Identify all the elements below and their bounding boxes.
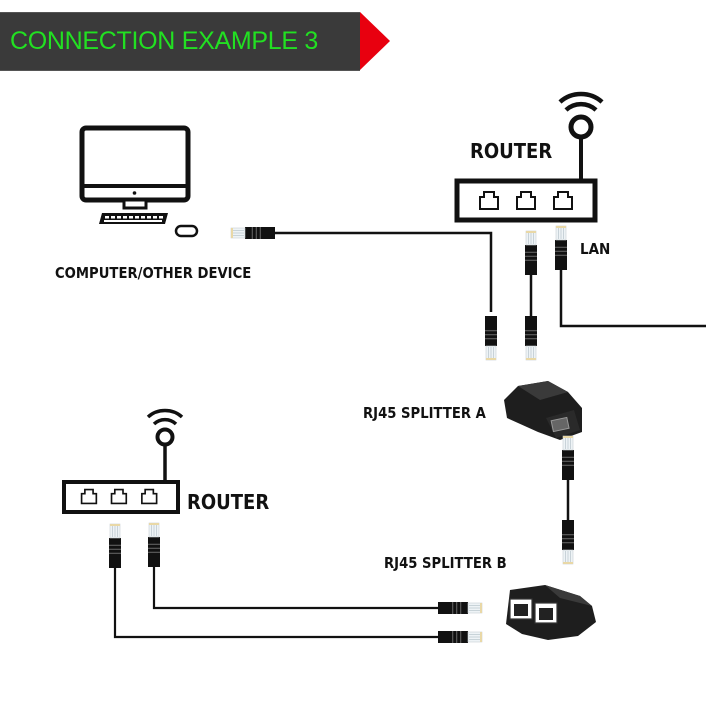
splitter-a-label: RJ45 SPLITTER A: [363, 404, 486, 422]
lan-label: LAN: [580, 240, 611, 258]
router-top-label: ROUTER: [470, 139, 553, 163]
rj45-splitter-b: [506, 585, 596, 640]
desktop-computer-icon: [79, 125, 199, 238]
wifi-signal-icon: [558, 91, 604, 112]
computer-label: COMPUTER/OTHER DEVICE: [55, 264, 252, 282]
rj45-splitter-a: [504, 381, 582, 440]
lan-cable: [555, 226, 706, 328]
router-to-splitter-a-cable: [524, 231, 538, 361]
title-banner: CONNECTION EXAMPLE 3: [0, 12, 360, 71]
router-bottom-cable-2: [109, 524, 482, 643]
router-top-icon: [454, 91, 604, 223]
wifi-signal-icon: [146, 408, 184, 426]
router-bottom-cable-1: [148, 523, 482, 614]
splitter-a-to-b-cable: [561, 436, 575, 565]
router-bottom-label: ROUTER: [187, 490, 270, 514]
computer-cable: [231, 227, 498, 361]
banner-arrow-icon: [360, 12, 390, 70]
splitter-b-label: RJ45 SPLITTER B: [384, 554, 507, 572]
banner-title: CONNECTION EXAMPLE 3: [10, 27, 318, 55]
router-bottom-icon: [62, 408, 184, 514]
